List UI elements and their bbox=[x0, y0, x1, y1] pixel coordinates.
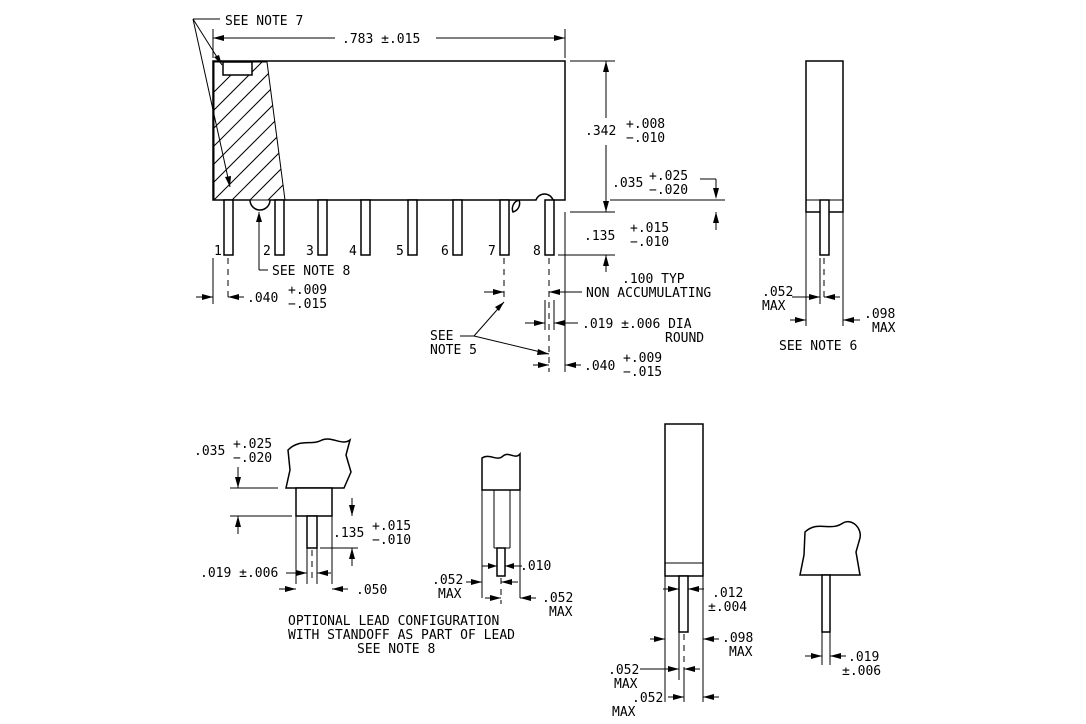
side-098-max: MAX bbox=[872, 321, 896, 336]
end-left-value: .040 bbox=[247, 291, 278, 306]
detail-c-body bbox=[664, 423, 704, 577]
detail-c: .012 ±.004 .098 MAX .052 MAX .052 MAX bbox=[608, 423, 753, 720]
detail-a-lead bbox=[306, 515, 318, 549]
pin-number-2: 2 bbox=[263, 244, 271, 259]
lead-1 bbox=[223, 199, 234, 256]
detail-d: .019 ±.006 bbox=[799, 521, 881, 679]
leads bbox=[223, 199, 555, 256]
d-019-tol: ±.006 bbox=[842, 664, 881, 679]
side-098-value: .098 bbox=[864, 307, 895, 322]
opt-019-label: .019 ±.006 bbox=[200, 566, 278, 581]
side-view: .052 MAX .098 MAX SEE NOTE 6 bbox=[762, 60, 896, 354]
end-left-plus-tol: +.009 bbox=[288, 283, 327, 298]
opt-035-value: .035 bbox=[194, 444, 225, 459]
opt-135-value: .135 bbox=[333, 526, 364, 541]
lead-length-value: .135 bbox=[584, 229, 615, 244]
pin-number-1: 1 bbox=[214, 244, 222, 259]
optional-caption-line-3: SEE NOTE 8 bbox=[357, 642, 435, 657]
optional-caption-line-2: WITH STANDOFF AS PART OF LEAD bbox=[288, 628, 515, 643]
front-view: 1 2 3 4 5 6 7 8 SEE NOTE 7 .783 ±.015 bbox=[192, 14, 725, 380]
b-052-left-max: MAX bbox=[438, 587, 462, 602]
detail-a-body-break bbox=[285, 438, 352, 489]
standoff-minus-tol: −.020 bbox=[649, 183, 688, 198]
end-right-minus-tol: −.015 bbox=[623, 365, 662, 380]
pin-number-4: 4 bbox=[349, 244, 357, 259]
lead-dia-line-1: .019 ±.006 DIA bbox=[582, 317, 692, 332]
c-098-value: .098 bbox=[722, 631, 753, 646]
lead-5 bbox=[407, 199, 418, 256]
detail-b-body-break bbox=[481, 451, 521, 491]
lead-7 bbox=[499, 199, 510, 256]
lead-6 bbox=[452, 199, 463, 256]
standoff-plus-tol: +.025 bbox=[649, 169, 688, 184]
c-098-max: MAX bbox=[729, 645, 753, 660]
see-note-8-label: SEE NOTE 8 bbox=[272, 264, 350, 279]
pin-number-6: 6 bbox=[441, 244, 449, 259]
opt-035-minus-tol: −.020 bbox=[233, 451, 272, 466]
opt-050-label: .050 bbox=[356, 583, 387, 598]
detail-c-lead bbox=[678, 575, 689, 633]
opt-135-plus-tol: +.015 bbox=[372, 519, 411, 534]
c-012-tol: ±.004 bbox=[708, 600, 747, 615]
height-minus-tol: −.010 bbox=[626, 131, 665, 146]
pitch-line-2: NON ACCUMULATING bbox=[586, 286, 711, 301]
package-body bbox=[212, 60, 566, 213]
b-052-right-max: MAX bbox=[549, 605, 573, 620]
height-value: .342 bbox=[585, 124, 616, 139]
side-052-value: .052 bbox=[762, 285, 793, 300]
see-note-5-line-2: NOTE 5 bbox=[430, 343, 477, 358]
opt-135-minus-tol: −.010 bbox=[372, 533, 411, 548]
lead-2 bbox=[274, 199, 285, 256]
optional-caption-line-1: OPTIONAL LEAD CONFIGURATION bbox=[288, 614, 499, 629]
b-010-label: .010 bbox=[520, 559, 551, 574]
lead-length-plus-tol: +.015 bbox=[630, 221, 669, 236]
detail-b: .010 .052 MAX .052 MAX bbox=[432, 451, 573, 620]
detail-optional-lead: .035 +.025 −.020 .135 +.015 −.010 .019 ±… bbox=[194, 437, 515, 657]
pin-number-7: 7 bbox=[488, 244, 496, 259]
detail-d-lead bbox=[821, 574, 831, 633]
see-note-5-line-1: SEE bbox=[430, 329, 453, 344]
height-plus-tol: +.008 bbox=[626, 117, 665, 132]
see-note-7-label: SEE NOTE 7 bbox=[225, 14, 303, 29]
side-052-max: MAX bbox=[762, 299, 786, 314]
pin-number-5: 5 bbox=[396, 244, 404, 259]
lead-length-minus-tol: −.010 bbox=[630, 235, 669, 250]
standoff-value: .035 bbox=[612, 176, 643, 191]
lead-dia-line-2: ROUND bbox=[665, 331, 704, 346]
lead-8 bbox=[544, 199, 555, 256]
end-right-plus-tol: +.009 bbox=[623, 351, 662, 366]
c-012-value: .012 bbox=[712, 586, 743, 601]
end-left-minus-tol: −.015 bbox=[288, 297, 327, 312]
pin-number-8: 8 bbox=[533, 244, 541, 259]
d-019-value: .019 bbox=[848, 650, 879, 665]
lead-4 bbox=[360, 199, 371, 256]
c-052a-value: .052 bbox=[608, 663, 639, 678]
pin-number-3: 3 bbox=[306, 244, 314, 259]
c-052a-max: MAX bbox=[614, 677, 638, 692]
lead-3 bbox=[317, 199, 328, 256]
end-right-value: .040 bbox=[584, 359, 615, 374]
side-body bbox=[805, 60, 844, 213]
detail-d-body-break bbox=[799, 521, 861, 576]
opt-035-plus-tol: +.025 bbox=[233, 437, 272, 452]
c-052b-value: .052 bbox=[632, 691, 663, 706]
c-052b-max: MAX bbox=[612, 705, 636, 720]
pin-1-marker bbox=[222, 61, 253, 76]
b-052-right-value: .052 bbox=[542, 591, 573, 606]
length-dimension: .783 ±.015 bbox=[342, 32, 420, 47]
pitch-line-1: .100 TYP bbox=[622, 272, 685, 287]
side-lead bbox=[819, 199, 830, 256]
b-052-left-value: .052 bbox=[432, 573, 463, 588]
see-note-6-label: SEE NOTE 6 bbox=[779, 339, 857, 354]
detail-b-lead bbox=[496, 547, 506, 577]
